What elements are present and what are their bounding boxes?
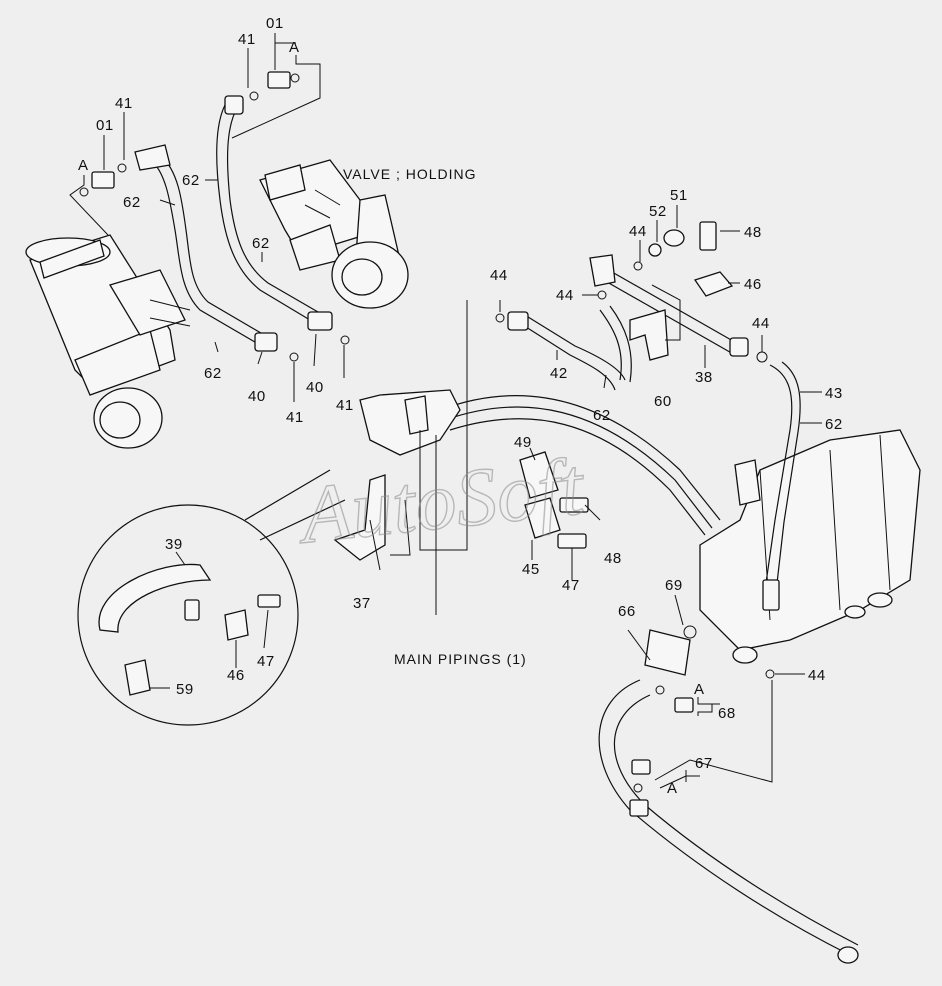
callout-37: 37 — [353, 595, 371, 612]
callout-48-top: 48 — [744, 224, 762, 241]
callout-62-left-top: 62 — [123, 194, 141, 211]
callout-62-c: 62 — [593, 407, 611, 424]
bracket-37 — [333, 474, 386, 561]
inset-detail — [77, 469, 346, 726]
callout-49: 49 — [514, 434, 532, 451]
clamp-assembly-mid — [519, 451, 589, 549]
caption-valve-holding: VALVE ; HOLDING — [343, 166, 477, 182]
callout-39: 39 — [165, 536, 183, 553]
callout-44-b: 44 — [556, 287, 574, 304]
hose-62-right — [762, 361, 801, 611]
callout-51: 51 — [670, 187, 688, 204]
callout-44-d: 44 — [752, 315, 770, 332]
leader-lines — [69, 33, 822, 789]
callout-41-right: 41 — [336, 397, 354, 414]
return-pipe-66 — [598, 629, 859, 964]
callout-a-left: A — [78, 157, 89, 174]
callout-46-inset: 46 — [227, 667, 245, 684]
callout-44-e: 44 — [808, 667, 826, 684]
watermark-text: AutoSoft — [292, 440, 590, 561]
pipe-38 — [589, 254, 749, 357]
callout-60: 60 — [654, 393, 672, 410]
caption-main-pipings: MAIN PIPINGS (1) — [394, 651, 527, 667]
callout-62-mid: 62 — [252, 235, 270, 252]
callout-69: 69 — [665, 577, 683, 594]
control-valve — [699, 429, 921, 664]
callout-47-inset: 47 — [257, 653, 275, 670]
callout-62-right: 62 — [825, 416, 843, 433]
callout-labels: 01 A 41 62 62 40 01 A 41 62 62 41 40 41 … — [78, 15, 843, 797]
callout-a-67: A — [667, 780, 678, 797]
callout-46-top: 46 — [744, 276, 762, 293]
callout-43: 43 — [825, 385, 843, 402]
callout-01-top: 01 — [266, 15, 284, 32]
callout-68: 68 — [718, 705, 736, 722]
fittings — [79, 71, 775, 793]
callout-44-c: 44 — [629, 223, 647, 240]
callout-40-left: 40 — [248, 388, 266, 405]
callout-47-mid: 47 — [562, 577, 580, 594]
callout-42: 42 — [550, 365, 568, 382]
callout-41-mid: 41 — [286, 409, 304, 426]
callout-40-mid: 40 — [306, 379, 324, 396]
callout-66: 66 — [618, 603, 636, 620]
callout-45: 45 — [522, 561, 540, 578]
hose-62-left — [134, 144, 278, 352]
callout-a-68: A — [694, 681, 705, 698]
callout-59: 59 — [176, 681, 194, 698]
hose-62-top — [216, 95, 333, 331]
callout-52: 52 — [649, 203, 667, 220]
callout-48-mid: 48 — [604, 550, 622, 567]
callout-38: 38 — [695, 369, 713, 386]
left-cylinder — [25, 234, 191, 449]
clamp-assembly-top — [648, 221, 734, 297]
hose-42 — [507, 305, 632, 391]
callout-67: 67 — [695, 755, 713, 772]
callout-41-left: 41 — [115, 95, 133, 112]
callout-41-top: 41 — [238, 31, 256, 48]
callout-62-left-low: 62 — [204, 365, 222, 382]
callout-a-top: A — [289, 39, 300, 56]
callout-62-top: 62 — [182, 172, 200, 189]
main-pipe-bundle — [359, 389, 721, 536]
callout-01-left: 01 — [96, 117, 114, 134]
holding-valve — [259, 159, 409, 309]
callout-44-a: 44 — [490, 267, 508, 284]
bracket-60 — [629, 309, 669, 361]
